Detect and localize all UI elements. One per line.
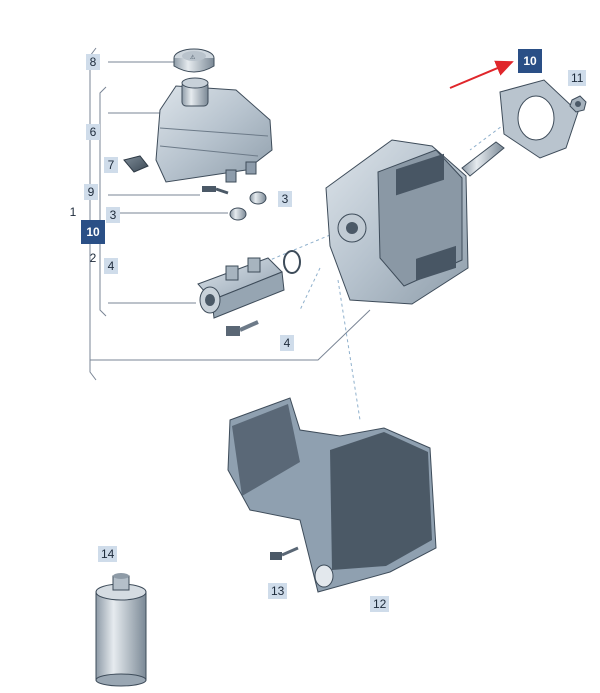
callout-4a: 4	[104, 258, 118, 274]
seals	[229, 191, 267, 221]
callout-12: 12	[370, 596, 390, 612]
callout-8: 8	[86, 54, 100, 70]
brake-booster-unit	[325, 139, 505, 305]
callout-6: 6	[86, 124, 100, 140]
callout-10-left: 10	[81, 220, 105, 244]
reservoir-screw	[202, 186, 229, 195]
callout-1: 1	[69, 205, 77, 219]
group-bracket-lines	[89, 47, 371, 381]
highlight-arrow	[449, 60, 514, 89]
callout-9: 9	[84, 184, 98, 200]
nut	[569, 95, 587, 113]
callout-4b: 4	[280, 335, 294, 351]
brake-fluid-reservoir	[155, 77, 273, 183]
heat-shield-bracket	[227, 397, 437, 593]
callout-3a: 3	[278, 191, 292, 207]
bolts	[226, 320, 259, 336]
callout-2: 2	[89, 251, 97, 265]
gasket-plate	[499, 79, 579, 159]
callout-10-right: 10	[518, 49, 542, 73]
reservoir-cap: ⚠	[173, 48, 215, 73]
callout-3b: 3	[106, 207, 120, 223]
master-cylinder	[197, 250, 301, 319]
reservoir-connector	[123, 155, 149, 173]
callout-13: 13	[268, 583, 288, 599]
cylinder-component	[95, 573, 147, 687]
svg-text:⚠: ⚠	[190, 54, 196, 61]
callout-14: 14	[98, 546, 118, 562]
callout-11: 11	[568, 70, 587, 86]
shield-screw	[270, 546, 299, 560]
callout-7: 7	[104, 157, 118, 173]
